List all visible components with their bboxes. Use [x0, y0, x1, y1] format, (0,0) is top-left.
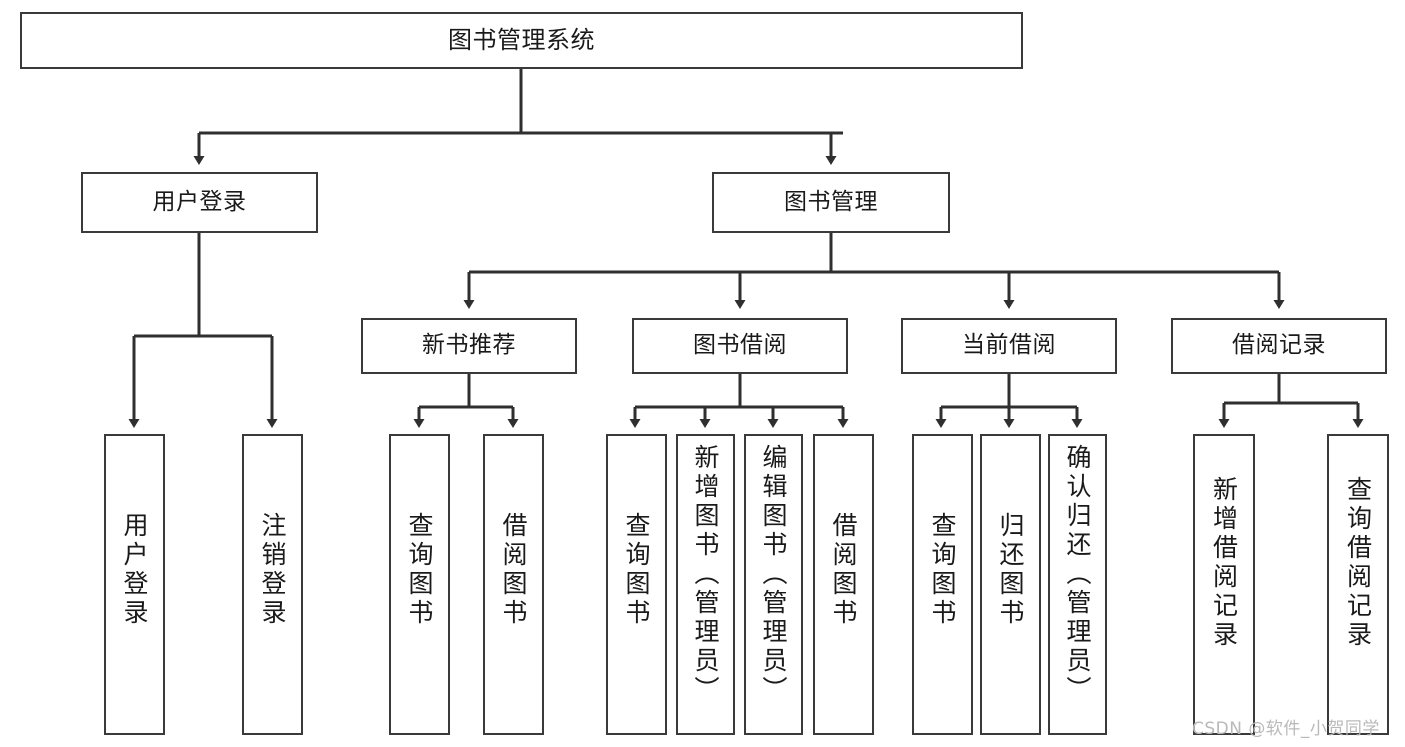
node-label: 图书管理系统: [448, 26, 595, 55]
leaf-node-return-book[interactable]: 归还图书: [980, 434, 1041, 735]
node-borrow-record[interactable]: 借阅记录: [1171, 318, 1387, 374]
node-label: 用户登录: [120, 512, 149, 628]
node-new-book-recommend[interactable]: 新书推荐: [361, 318, 577, 374]
leaf-node-query-book-recommend[interactable]: 查询图书: [389, 434, 450, 735]
leaf-node-add-borrow-record[interactable]: 新增借阅记录: [1193, 434, 1255, 735]
leaf-node-query-borrow-record[interactable]: 查询借阅记录: [1327, 434, 1389, 735]
leaf-node-borrow-book[interactable]: 借阅图书: [813, 434, 874, 735]
leaf-node-confirm-return-admin[interactable]: 确认归还（管理员）: [1048, 434, 1107, 735]
node-label: 确认归还（管理员）: [1063, 444, 1092, 705]
node-book-management[interactable]: 图书管理: [712, 172, 950, 233]
node-label: 编辑图书（管理员）: [759, 444, 788, 705]
leaf-node-borrow-book-recommend[interactable]: 借阅图书: [483, 434, 544, 735]
node-label: 查询借阅记录: [1343, 476, 1373, 650]
node-label: 借阅记录: [1232, 332, 1326, 359]
csdn-watermark: CSDN @软件_小贺同学: [1192, 719, 1380, 739]
leaf-node-logout[interactable]: 注销登录: [242, 434, 303, 735]
leaf-node-edit-book-admin[interactable]: 编辑图书（管理员）: [744, 434, 803, 735]
node-label: 借阅图书: [499, 512, 528, 628]
leaf-node-query-book-current[interactable]: 查询图书: [912, 434, 973, 735]
node-label: 归还图书: [996, 512, 1025, 628]
node-label: 新增借阅记录: [1209, 476, 1239, 650]
leaf-node-add-book-admin[interactable]: 新增图书（管理员）: [676, 434, 735, 735]
leaf-node-query-book-borrow[interactable]: 查询图书: [606, 434, 667, 735]
node-label: 查询图书: [622, 512, 651, 628]
node-label: 查询图书: [928, 512, 957, 628]
node-root-book-management-system[interactable]: 图书管理系统: [20, 12, 1023, 69]
node-label: 当前借阅: [962, 332, 1056, 359]
node-label: 查询图书: [405, 512, 434, 628]
node-label: 用户登录: [152, 188, 247, 215]
node-label: 新书推荐: [422, 332, 516, 359]
node-current-borrow[interactable]: 当前借阅: [901, 318, 1117, 374]
node-label: 新增图书（管理员）: [691, 444, 720, 705]
node-user-login[interactable]: 用户登录: [81, 172, 318, 233]
node-label: 图书管理: [784, 188, 878, 215]
node-label: 注销登录: [258, 512, 287, 628]
node-label: 借阅图书: [829, 512, 858, 628]
node-book-borrow[interactable]: 图书借阅: [632, 318, 848, 374]
leaf-node-user-login[interactable]: 用户登录: [104, 434, 165, 735]
node-label: 图书借阅: [693, 332, 787, 359]
